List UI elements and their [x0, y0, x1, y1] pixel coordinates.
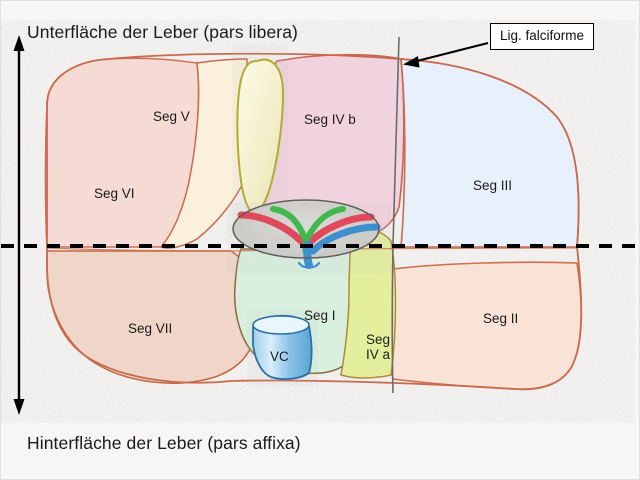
segment-label-seg-vi: Seg VI	[94, 186, 135, 201]
pars-libera-affixa-tissue-edge	[46, 247, 578, 252]
segment-label-seg-iva: Seg IV a	[365, 332, 391, 363]
liver-outline	[46, 52, 583, 391]
segment-label-seg-i: Seg I	[304, 308, 336, 323]
portal-vein-right	[309, 223, 381, 255]
page-title-bottom: Hinterfläche der Leber (pars affixa)	[27, 433, 301, 453]
bile-duct-right-branch	[304, 206, 346, 242]
hilum-plate-edge	[232, 199, 380, 259]
vena-cava-label: VC	[270, 349, 289, 364]
segment-label-seg-vii: Seg VII	[128, 321, 173, 336]
segment-seg-iva	[340, 226, 397, 379]
segment-seg-iii	[400, 58, 580, 248]
porta-hepatis	[232, 199, 381, 269]
segment-seg-vii	[46, 250, 259, 384]
lig-falciforme-callout: Lig. falciforme	[490, 23, 595, 50]
segment-seg-vi	[44, 57, 200, 248]
segment-label-seg-v: Seg V	[153, 109, 190, 124]
segment-label-seg-iii: Seg III	[473, 178, 513, 193]
hepatic-artery-left	[237, 211, 305, 245]
lig-falciforme-pointer	[403, 42, 489, 68]
vertical-extent-arrow	[13, 35, 25, 415]
segment-seg-v	[159, 58, 248, 249]
hepatic-artery-right	[305, 213, 375, 247]
segment-label-seg-ii: Seg II	[483, 311, 519, 326]
portal-vein-stump	[297, 261, 321, 269]
segment-label-seg-ivb: Seg IV b	[304, 112, 356, 127]
page-title-top: Unterfläche der Leber (pars libera)	[27, 22, 298, 42]
vena-cava-lumen	[252, 315, 310, 335]
vena-cava	[252, 314, 313, 380]
